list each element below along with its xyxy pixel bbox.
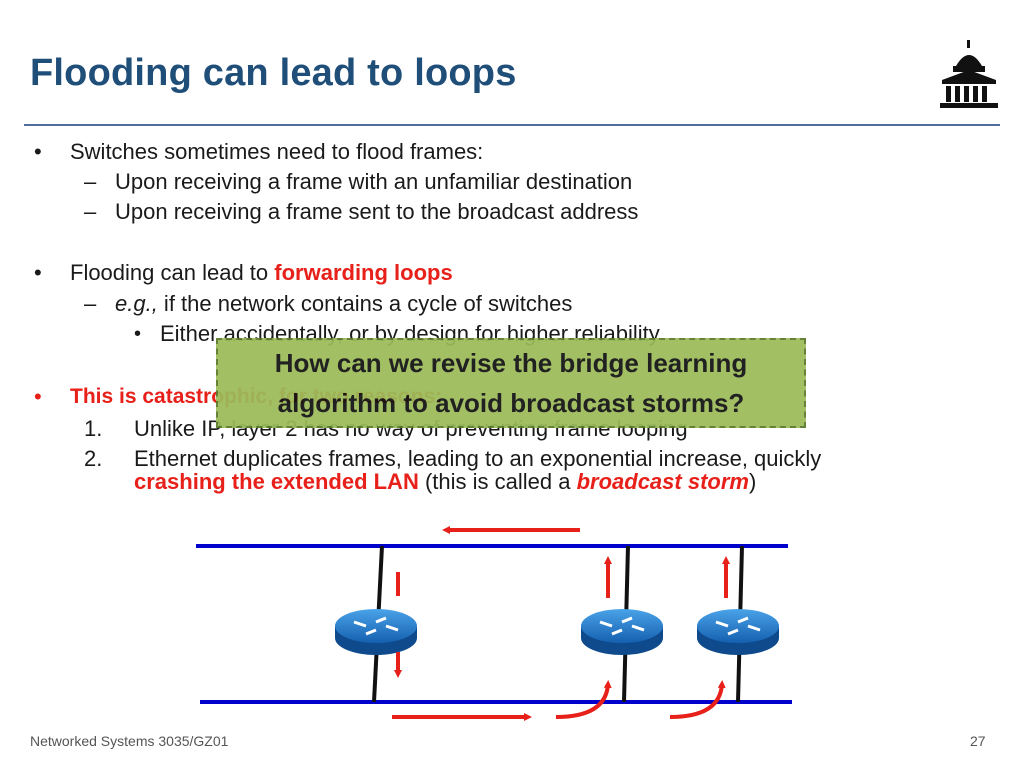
reason-exponential-duplication: Ethernet duplicates frames, leading to a…: [134, 446, 822, 471]
reason-text: (this is called a: [418, 469, 577, 494]
bullet-marker: •: [134, 323, 142, 345]
dash-marker: –: [84, 291, 97, 316]
page-title: Flooding can lead to loops: [30, 52, 517, 94]
list-number: 2.: [84, 446, 103, 471]
title-rule: [24, 124, 1000, 126]
dash-marker: –: [84, 169, 97, 194]
dash-marker: –: [84, 199, 97, 224]
bullet-marker: •: [34, 384, 42, 409]
sub-bullet-text: if the network contains a cycle of switc…: [157, 291, 573, 316]
bullet-marker: •: [34, 260, 42, 285]
university-building-icon: [940, 40, 998, 108]
question-callout: How can we revise the bridge learning al…: [216, 338, 806, 428]
sub-bullet-unfamiliar-destination: Upon receiving a frame with an unfamilia…: [115, 169, 633, 194]
arrow-curve-bridge3: [669, 680, 726, 719]
callout-line: algorithm to avoid broadcast storms?: [277, 388, 745, 418]
footer-course: Networked Systems 3035/GZ01: [30, 733, 229, 749]
bullet-switches-flood: Switches sometimes need to flood frames:: [70, 139, 484, 164]
callout-line: How can we revise the bridge learning: [274, 348, 748, 378]
router-icon: [335, 609, 417, 655]
router-icon: [697, 609, 779, 655]
reason-text-end: ): [748, 469, 757, 494]
sub-bullet-broadcast-address: Upon receiving a frame sent to the broad…: [115, 199, 639, 224]
eg-italic: e.g.,: [115, 291, 158, 316]
highlight-crashing-lan: crashing the extended LAN: [134, 469, 419, 494]
bullet-marker: •: [34, 139, 42, 164]
page-number: 27: [970, 733, 986, 749]
router-icon: [581, 609, 663, 655]
highlight-forwarding-loops: forwarding loops: [274, 260, 453, 285]
bullet-forwarding-loops: Flooding can lead to forwarding loops: [70, 260, 453, 286]
list-number: 1.: [84, 416, 103, 441]
bullet-text: Flooding can lead to: [70, 260, 275, 285]
highlight-broadcast-storm: broadcast storm: [576, 469, 749, 494]
arrow-curve-bridge2: [555, 680, 612, 719]
sub-bullet-cycle-of-switches: e.g., if the network contains a cycle of…: [115, 291, 572, 317]
reason-crash-line: crashing the extended LAN (this is calle…: [134, 469, 756, 495]
